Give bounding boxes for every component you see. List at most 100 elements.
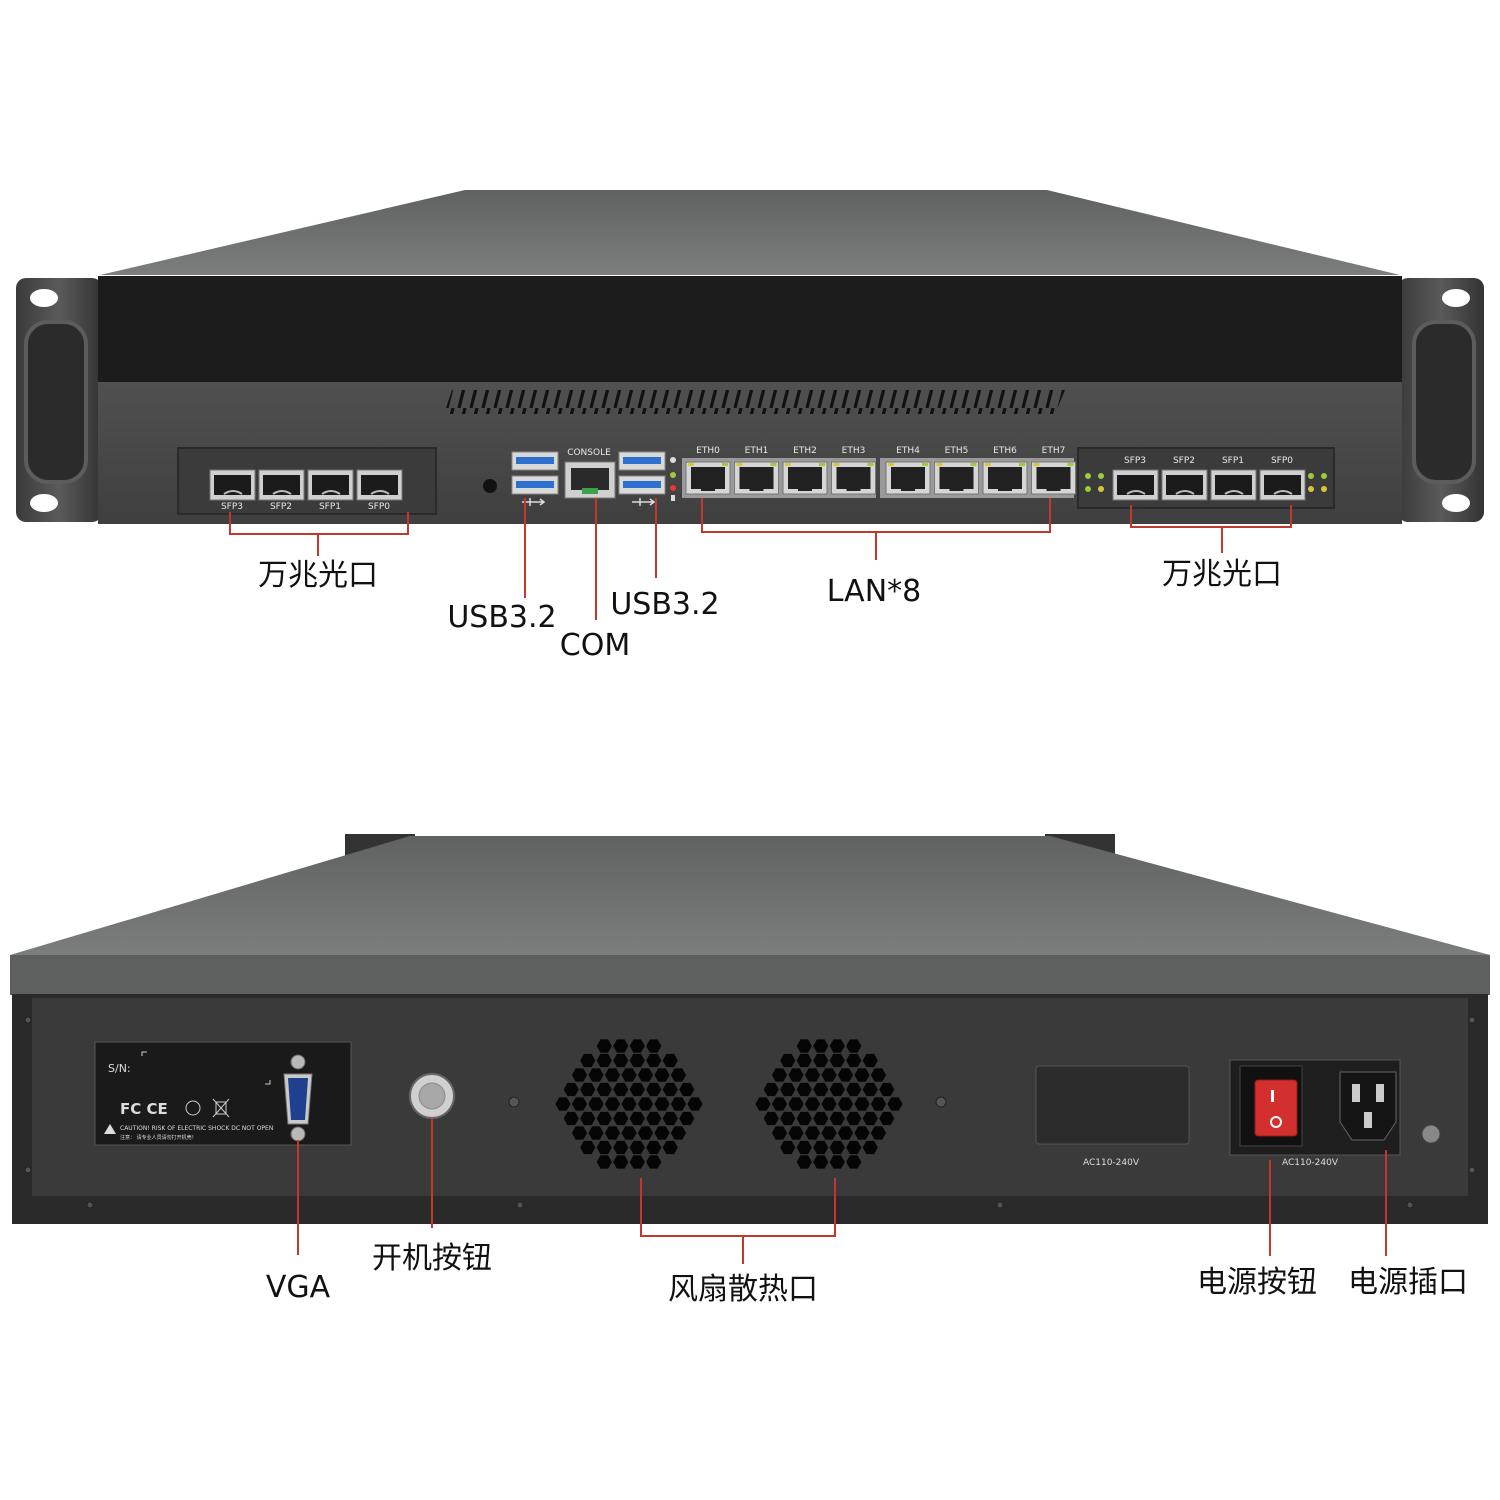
fan-hole: [796, 1053, 812, 1068]
eth-led: [867, 463, 874, 466]
caution-text: CAUTION! RISK OF ELECTRIC SHOCK DC NOT O…: [120, 1125, 273, 1132]
warning-text: 注意： 请专业人员请勿打开机壳！: [120, 1134, 197, 1141]
fan-hole: [629, 1155, 645, 1169]
fan-hole: [862, 1053, 878, 1068]
ear-hole-icon: [1442, 494, 1470, 512]
rear-top-lip: [10, 955, 1490, 995]
fan-hole: [788, 1068, 804, 1082]
fan-hole: [870, 1068, 887, 1082]
fan-hole: [796, 1140, 812, 1155]
fan-hole: [629, 1039, 645, 1053]
fan-hole: [821, 1097, 837, 1111]
recycle-icon: [185, 1100, 201, 1116]
sfp-cavity: [1117, 475, 1154, 495]
fan-hole: [771, 1068, 788, 1082]
sfp-label: SFP1: [1222, 456, 1244, 466]
callout-sfp-right: 万兆光口: [1162, 557, 1282, 592]
fan-hole: [679, 1082, 695, 1097]
power-led-icon: [670, 457, 676, 463]
sfp-latch: [321, 490, 341, 495]
fan-hole: [862, 1111, 878, 1126]
ac-label-right: AC110-240V: [1282, 1158, 1339, 1168]
eth-label: ETH7: [1042, 446, 1066, 456]
callout-sfp-left: 万兆光口: [258, 558, 378, 593]
sfp-label: SFP3: [1124, 456, 1146, 466]
callout-lan: LAN*8: [827, 574, 921, 609]
eth-led: [1033, 463, 1040, 466]
fan-hole: [654, 1068, 670, 1082]
eth-led: [833, 463, 840, 466]
socket-pin: [1352, 1084, 1360, 1102]
fan-hole: [829, 1155, 845, 1169]
power-button-cap: [418, 1082, 446, 1110]
eth-clip: [998, 485, 1012, 491]
fan-hole: [780, 1111, 796, 1126]
fan-hole: [613, 1155, 629, 1169]
fan-hole: [596, 1111, 612, 1126]
fan-hole: [846, 1039, 862, 1053]
fan-hole: [613, 1039, 629, 1053]
fan-hole: [613, 1053, 629, 1068]
fan-hole: [854, 1126, 870, 1140]
fan-hole: [879, 1082, 895, 1097]
usb-tongue: [623, 481, 661, 488]
fan-hole: [796, 1155, 812, 1169]
console-jack: [571, 468, 609, 490]
sfp-cavity: [263, 475, 300, 495]
fan-hole: [588, 1068, 604, 1082]
fan-hole: [870, 1097, 887, 1111]
sfp-cavity: [1166, 475, 1203, 495]
fan-hole: [755, 1097, 771, 1111]
power-switch[interactable]: [1254, 1079, 1298, 1137]
fan-hole: [829, 1039, 845, 1053]
fan-hole: [604, 1068, 621, 1082]
switch-off-mark: [1270, 1116, 1282, 1128]
usb-right-stack: [618, 451, 666, 506]
fan-hole: [780, 1053, 796, 1068]
fan-hole: [813, 1053, 829, 1068]
fan-hole: [813, 1155, 829, 1169]
fan-hole: [829, 1140, 845, 1155]
eth-clip: [1046, 485, 1061, 491]
fan-hole: [629, 1111, 645, 1126]
eth-jack: [988, 467, 1022, 489]
eth-jack: [891, 467, 925, 489]
fan-hole: [629, 1053, 645, 1068]
fan-hole: [604, 1126, 621, 1140]
power-socket[interactable]: [1339, 1071, 1397, 1141]
fan-hole: [837, 1126, 854, 1140]
fan-hole: [662, 1053, 678, 1068]
eth-led: [888, 463, 894, 466]
sfp-latch: [370, 490, 390, 495]
eth-jack: [1036, 467, 1071, 489]
fan-hole: [629, 1140, 645, 1155]
handle-icon: [24, 320, 88, 484]
callout-power-on: 开机按钮: [372, 1241, 492, 1276]
fan-hole: [862, 1140, 878, 1155]
eth-label: ETH0: [696, 446, 720, 456]
sfp-label: SFP0: [1271, 456, 1293, 466]
eth-led: [688, 463, 694, 466]
fan-hole: [604, 1097, 621, 1111]
fan-hole: [621, 1126, 637, 1140]
sfp-latch: [1224, 490, 1244, 495]
fan-hole: [679, 1111, 695, 1126]
fan-hole: [780, 1082, 796, 1097]
switch-on-mark: [1271, 1090, 1274, 1102]
eth-label: ETH6: [993, 446, 1017, 456]
hdd-led-icon: [671, 495, 675, 501]
eth-led: [1067, 463, 1074, 466]
fan-hole: [813, 1140, 829, 1155]
callout-com: COM: [560, 628, 630, 663]
fan-hole: [796, 1111, 812, 1126]
usb-tongue: [623, 457, 661, 464]
eth-jack: [788, 467, 822, 489]
fan-hole: [821, 1068, 837, 1082]
sfp-cavity: [214, 475, 251, 495]
vga-port[interactable]: [283, 1054, 313, 1142]
eth-label: ETH1: [745, 446, 769, 456]
fan-hole: [571, 1097, 588, 1111]
fan-hole: [613, 1082, 629, 1097]
